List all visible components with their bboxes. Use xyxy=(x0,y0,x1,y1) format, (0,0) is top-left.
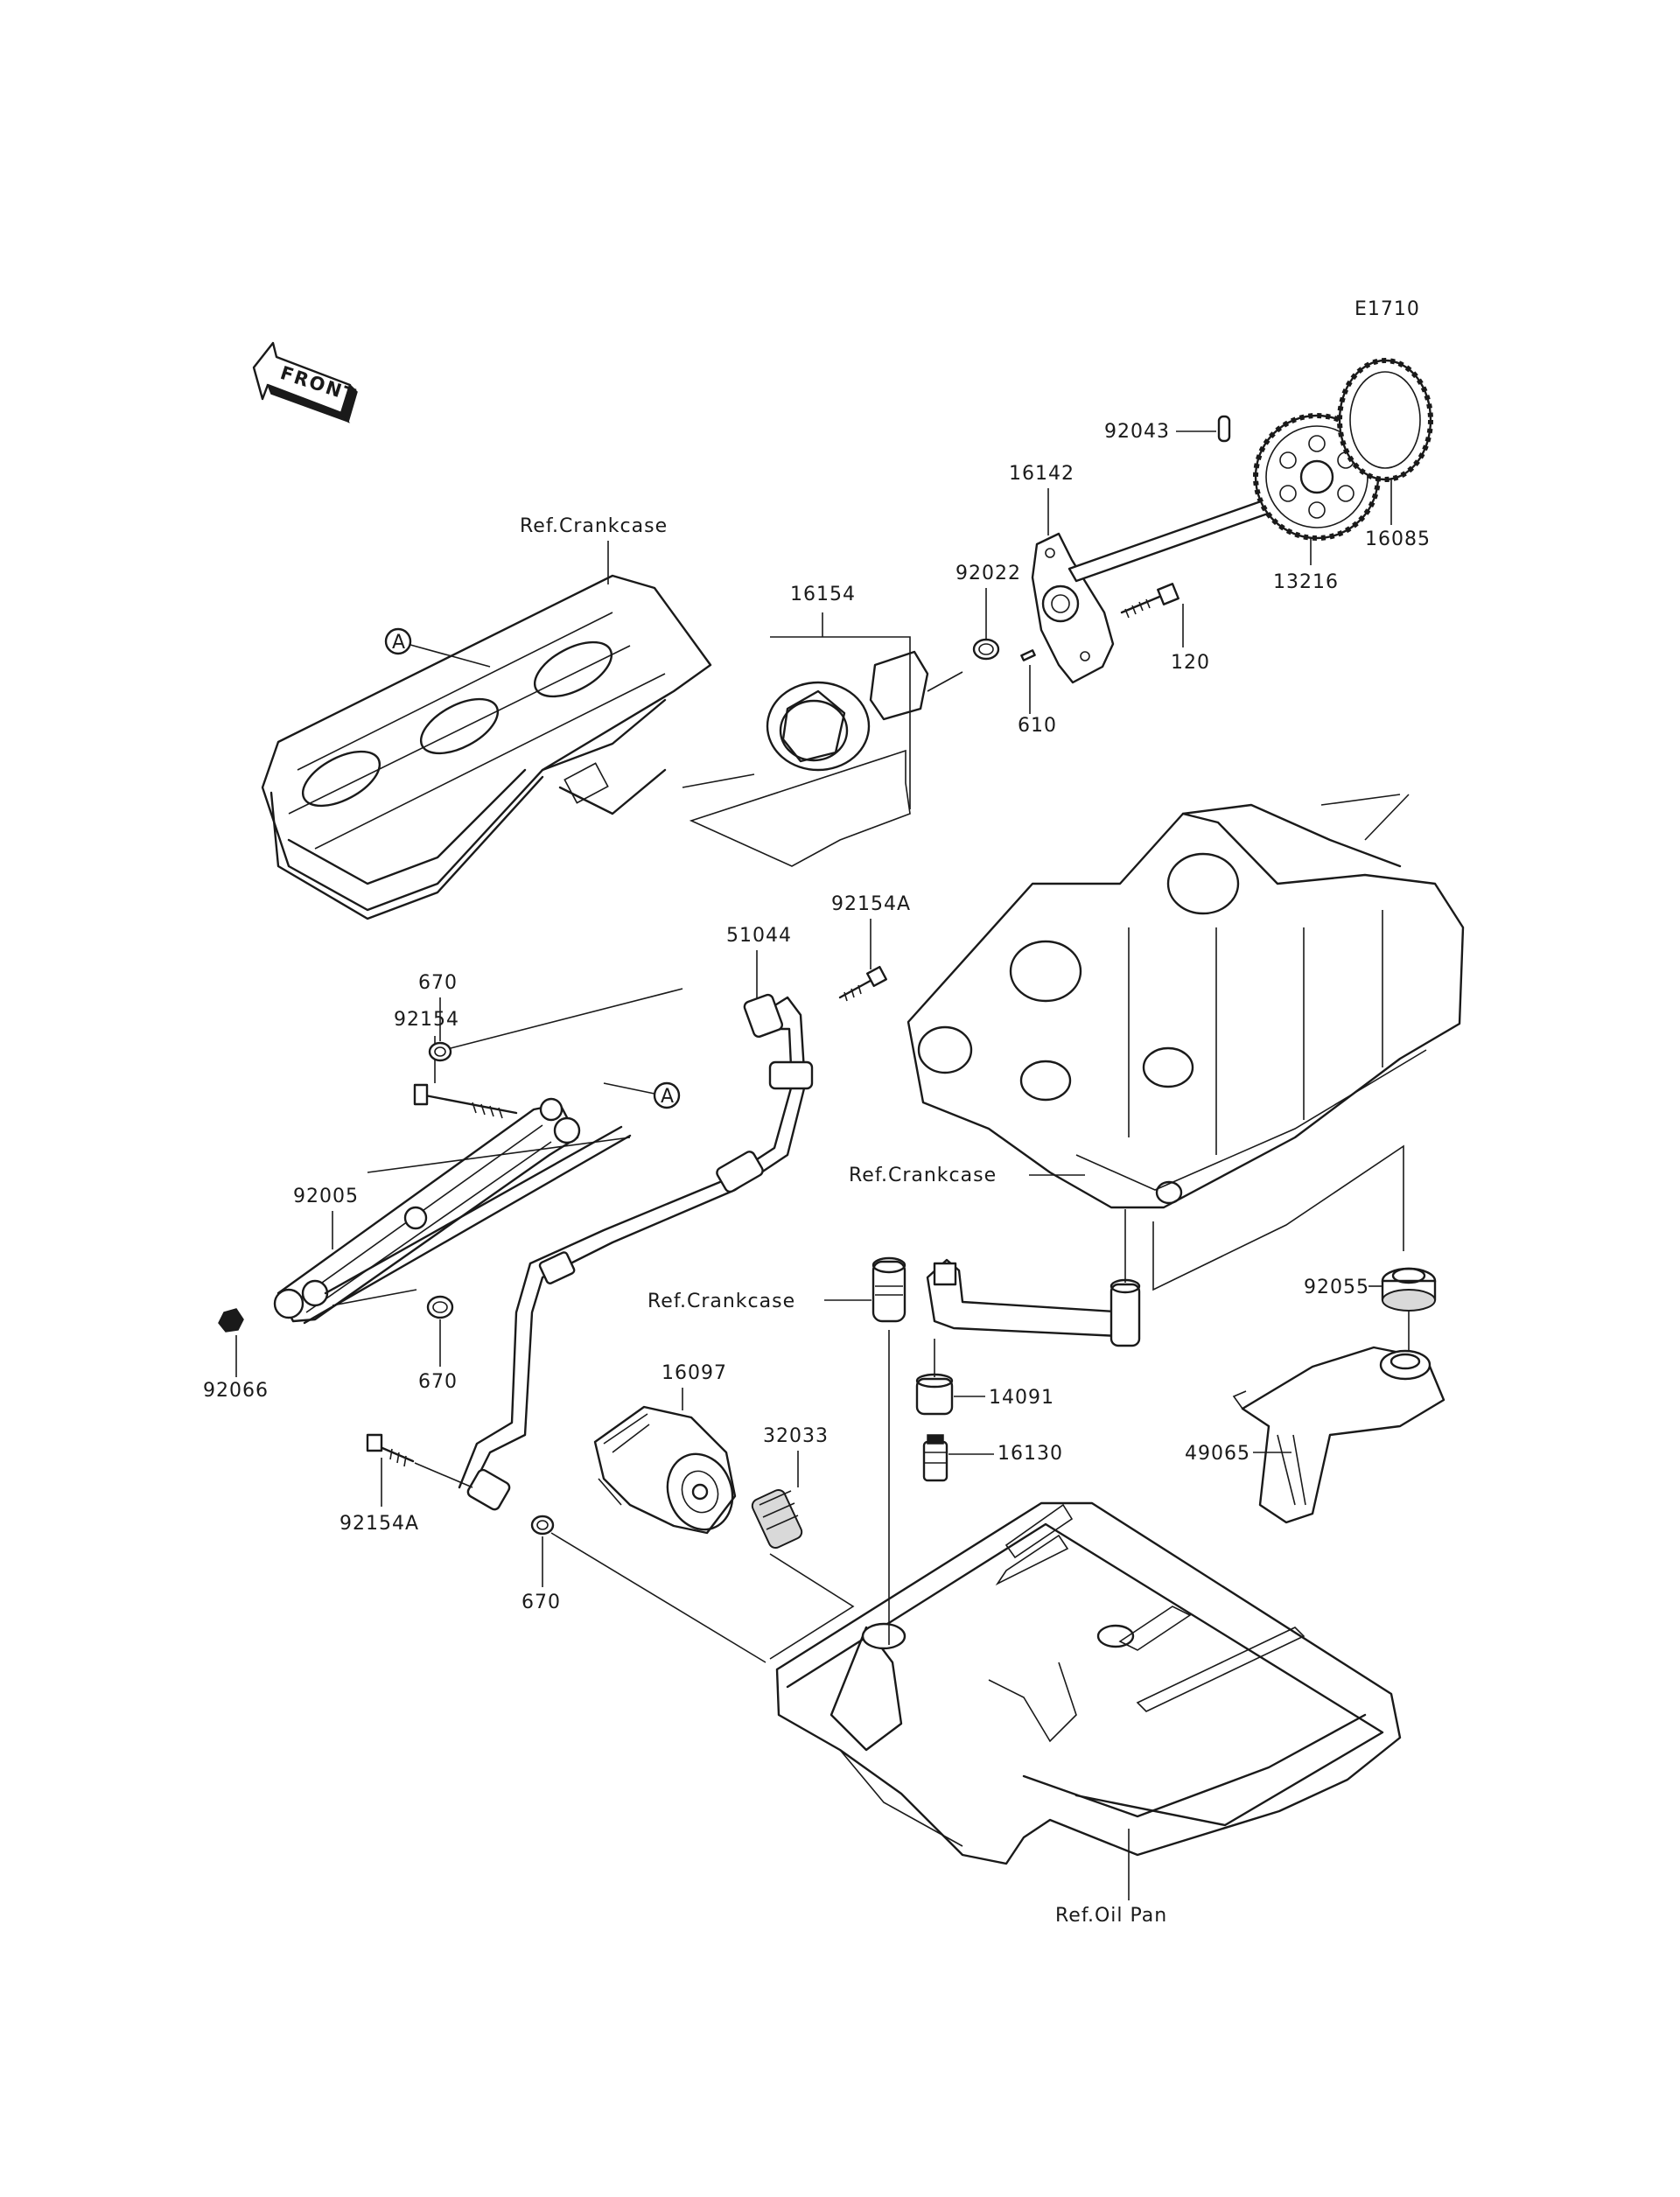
part-92055-label: 92055 xyxy=(1304,1277,1369,1298)
part-92022-label: 92022 xyxy=(956,563,1021,584)
bolt-92154-drawing xyxy=(413,1083,518,1119)
fitting-32033-drawing xyxy=(751,1488,803,1550)
ref-crankcase-right-label: Ref.Crankcase xyxy=(849,1165,997,1186)
part-13216-label: 13216 xyxy=(1273,571,1339,593)
part-670-bottom-label: 670 xyxy=(522,1592,561,1613)
part-92043-label: 92043 xyxy=(1104,421,1170,443)
part-51044-label: 51044 xyxy=(726,925,792,947)
front-arrow-icon: FRONT xyxy=(252,341,360,423)
pump-cover-16142-drawing xyxy=(1031,532,1115,684)
part-610-label: 610 xyxy=(1018,715,1057,737)
bolt-92154A-top-drawing xyxy=(838,965,888,1002)
part-670-top-label: 670 xyxy=(418,972,458,994)
ref-oil-pan-label: Ref.Oil Pan xyxy=(1055,1905,1167,1927)
callout-a-lower-label: A xyxy=(661,1086,674,1108)
ref-crankcase-top-label: Ref.Crankcase xyxy=(520,515,668,537)
part-92154A-top-label: 92154A xyxy=(831,893,911,915)
part-32033-label: 32033 xyxy=(763,1425,829,1447)
lower-crankcase-drawing xyxy=(906,794,1465,1209)
callout-a-upper xyxy=(384,627,412,655)
oring-92022-drawing xyxy=(972,638,1000,661)
collar-14091-drawing xyxy=(915,1373,954,1416)
oring-670-top-drawing xyxy=(428,1041,452,1062)
bolt-120-drawing xyxy=(1120,583,1180,619)
pin-610-drawing xyxy=(1020,649,1036,661)
part-92005-label: 92005 xyxy=(293,1186,359,1207)
part-16142-label: 16142 xyxy=(1009,463,1074,485)
oring-670-bottom-drawing xyxy=(530,1515,555,1536)
strainer-49065-drawing xyxy=(1232,1346,1446,1524)
gear-16085-drawing xyxy=(1337,358,1433,482)
oring-670-mid-drawing xyxy=(426,1295,454,1319)
nozzle-16130-drawing xyxy=(922,1434,948,1482)
oil-jet-drawing xyxy=(872,1209,1141,1645)
part-120-label: 120 xyxy=(1171,652,1210,674)
oil-filter-16097-drawing xyxy=(593,1405,737,1535)
part-92154-label: 92154 xyxy=(394,1009,459,1031)
part-16130-label: 16130 xyxy=(998,1443,1063,1465)
oil-pan-drawing xyxy=(775,1501,1402,1865)
part-670-mid-label: 670 xyxy=(418,1371,458,1393)
nut-92066-drawing xyxy=(218,1308,244,1333)
part-14091-label: 14091 xyxy=(989,1387,1054,1409)
upper-crankcase-drawing: A xyxy=(261,574,712,920)
part-16085-label: 16085 xyxy=(1365,528,1431,550)
grommet-92055-drawing xyxy=(1381,1267,1437,1312)
oil-pump-rotor-drawing xyxy=(682,650,963,867)
bolt-92154A-bottom-drawing xyxy=(366,1433,415,1467)
diagram-code: E1710 xyxy=(1354,298,1420,320)
callout-a-upper-label: A xyxy=(392,632,405,654)
oil-hose-51044-drawing xyxy=(458,993,814,1511)
part-92154A-bottom-label: 92154A xyxy=(340,1513,419,1535)
ref-crankcase-center-label: Ref.Crankcase xyxy=(648,1291,795,1312)
part-16097-label: 16097 xyxy=(662,1362,727,1384)
pin-92043-drawing xyxy=(1217,415,1231,443)
part-92066-label: 92066 xyxy=(203,1380,269,1402)
part-16154-label: 16154 xyxy=(790,584,856,605)
oil-pipe-92005-drawing: A xyxy=(273,1081,681,1325)
part-49065-label: 49065 xyxy=(1185,1443,1250,1465)
